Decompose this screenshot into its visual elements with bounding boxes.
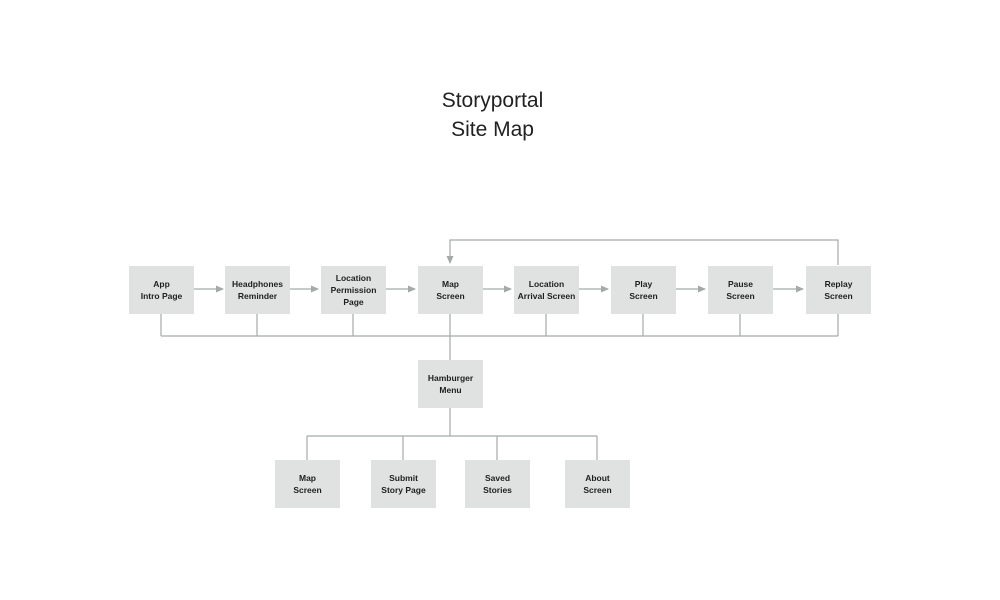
- node-label-line: Saved: [484, 473, 511, 483]
- node-pause-screen: Pause Screen: [708, 266, 773, 314]
- node-label-line: Map: [442, 279, 459, 289]
- node-label-line: Story Page: [381, 485, 426, 495]
- node-app-intro-page: App Intro Page: [129, 266, 194, 314]
- node-about-screen: About Screen: [565, 460, 630, 508]
- node-label-line: Pause: [727, 279, 754, 289]
- node-location-arrival-screen: Location Arrival Screen: [514, 266, 579, 314]
- node-label-line: Hamburger: [427, 373, 474, 383]
- diagram-title-line-2: Site Map: [451, 118, 534, 141]
- node-label-line: Replay: [824, 279, 853, 289]
- node-label-line: Screen: [293, 485, 322, 495]
- node-label-line: Permission: [330, 285, 377, 295]
- node-label-line: Map: [299, 473, 316, 483]
- node-label-line: Menu: [439, 385, 462, 395]
- node-label-line: Screen: [824, 291, 853, 301]
- node-hamburger-menu: Hamburger Menu: [418, 360, 483, 408]
- node-play-screen: Play Screen: [611, 266, 676, 314]
- node-label-line: Screen: [583, 485, 612, 495]
- node-replay-screen: Replay Screen: [806, 266, 871, 314]
- node-label-line: Screen: [436, 291, 465, 301]
- node-label-line: Intro Page: [140, 291, 183, 301]
- node-label-line: Headphones: [231, 279, 283, 289]
- node-label-line: Screen: [726, 291, 755, 301]
- arrow-replay-loop-to-map: [446, 239, 839, 265]
- node-menu-map-screen: Map Screen: [275, 460, 340, 508]
- node-label-line: Page: [343, 297, 364, 307]
- node-label-line: App: [153, 279, 170, 289]
- node-map-screen: Map Screen: [418, 266, 483, 314]
- node-label-line: Location: [335, 273, 372, 283]
- node-submit-story-page: Submit Story Page: [371, 460, 436, 508]
- node-label-line: Stories: [483, 485, 512, 495]
- node-saved-stories: Saved Stories: [465, 460, 530, 508]
- node-label-line: Arrival Screen: [517, 291, 576, 301]
- node-label-line: About: [585, 473, 610, 483]
- node-label-line: Location: [528, 279, 565, 289]
- node-location-permission-page: Location Permission Page: [321, 266, 386, 314]
- node-label-line: Reminder: [237, 291, 278, 301]
- node-headphones-reminder: Headphones Reminder: [225, 266, 290, 314]
- node-label-line: Submit: [389, 473, 418, 483]
- node-label-line: Play: [634, 279, 653, 289]
- node-label-line: Screen: [629, 291, 658, 301]
- diagram-title-line-1: Storyportal: [441, 89, 544, 112]
